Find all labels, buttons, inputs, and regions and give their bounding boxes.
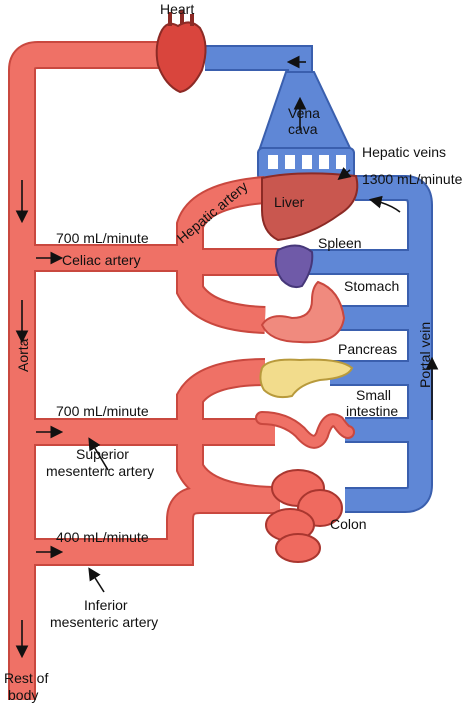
arterial-system bbox=[8, 41, 290, 700]
colon-label: Colon bbox=[330, 516, 367, 532]
hepatic-veins bbox=[257, 147, 355, 181]
ima-flow-label: 400 mL/minute bbox=[56, 529, 149, 545]
rest-of-body-label-2: body bbox=[8, 687, 38, 703]
spleen-label: Spleen bbox=[318, 235, 362, 251]
aorta-label: Aorta bbox=[15, 338, 31, 372]
ima-label-2: mesenteric artery bbox=[50, 614, 158, 630]
liver-label: Liver bbox=[274, 194, 305, 210]
sma-flow-label: 700 mL/minute bbox=[56, 403, 149, 419]
vena-cava-label-1: Vena bbox=[288, 105, 320, 121]
celiac-artery-label: Celiac artery bbox=[62, 252, 141, 268]
spleen bbox=[274, 244, 314, 289]
hepatic-artery-label: Hepatic artery bbox=[174, 178, 251, 246]
sma-label-2: mesenteric artery bbox=[46, 463, 154, 479]
colon bbox=[265, 469, 343, 563]
stomach bbox=[260, 280, 346, 344]
celiac-flow-label: 700 mL/minute bbox=[56, 230, 149, 246]
rest-of-body-label-1: Rest of bbox=[4, 670, 48, 686]
sma-label-1: Superior bbox=[76, 446, 129, 462]
liver bbox=[261, 172, 359, 242]
heart-label: Heart bbox=[160, 1, 194, 17]
stomach-label: Stomach bbox=[344, 278, 399, 294]
hepatic-veins-label: Hepatic veins bbox=[362, 144, 446, 160]
portal-vein-label: Portal vein bbox=[417, 322, 433, 388]
small-intestine-label-1: Small bbox=[356, 387, 391, 403]
pancreas-label: Pancreas bbox=[338, 341, 397, 357]
pancreas bbox=[259, 358, 354, 399]
vena-cava-label-2: cava bbox=[288, 121, 318, 137]
heart bbox=[155, 10, 207, 94]
small-intestine-label-2: intestine bbox=[346, 403, 398, 419]
small-intestine bbox=[255, 411, 355, 449]
liver-flow-label: 1300 mL/minute bbox=[362, 171, 463, 187]
ima-label-1: Inferior bbox=[84, 597, 128, 613]
flow-arrows bbox=[15, 55, 439, 659]
